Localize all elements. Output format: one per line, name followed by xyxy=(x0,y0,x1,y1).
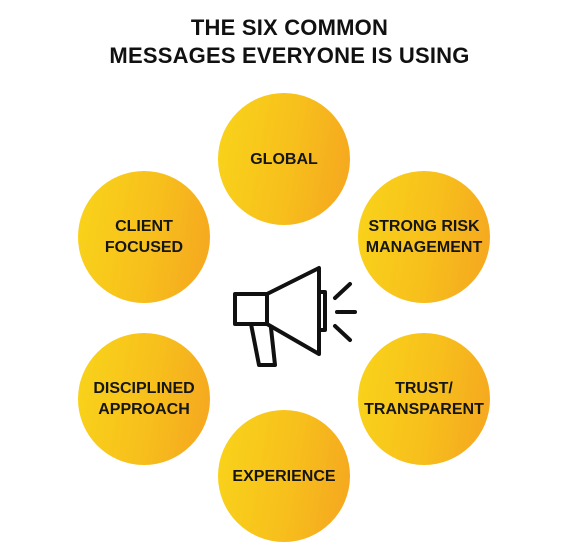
message-label-global: GLOBAL xyxy=(250,150,318,168)
message-label-client-focused: CLIENT FOCUSED xyxy=(104,218,184,256)
message-circle-strong-risk-management: STRONG RISK MANAGEMENT xyxy=(358,171,490,303)
message-circle-client-focused: CLIENT FOCUSED xyxy=(78,171,210,303)
megaphone-handle-icon xyxy=(249,322,277,367)
message-circle-experience: EXPERIENCE xyxy=(218,410,350,542)
diagram-title: THE SIX COMMON MESSAGES EVERYONE IS USIN… xyxy=(0,14,579,70)
message-circle-disciplined-approach: DISCIPLINED APPROACH xyxy=(78,333,210,465)
message-label-trust-transparent: TRUST/ TRANSPARENT xyxy=(364,380,484,418)
sound-wave-bottom-icon xyxy=(333,324,352,342)
megaphone-body-icon xyxy=(233,292,269,326)
title-line-1: THE SIX COMMON xyxy=(190,15,389,40)
message-circle-global: GLOBAL xyxy=(218,93,350,225)
megaphone-icon xyxy=(233,266,357,367)
message-label-experience: EXPERIENCE xyxy=(232,467,336,485)
megaphone-rim-icon xyxy=(317,290,327,332)
message-circle-trust-transparent: TRUST/ TRANSPARENT xyxy=(358,333,490,465)
sound-wave-top-icon xyxy=(333,282,352,300)
message-label-strong-risk-management: STRONG RISK MANAGEMENT xyxy=(365,218,483,256)
megaphone-cone-icon xyxy=(265,266,321,356)
title-line-2: MESSAGES EVERYONE IS USING xyxy=(109,43,470,68)
message-label-disciplined-approach: DISCIPLINED APPROACH xyxy=(93,380,195,418)
